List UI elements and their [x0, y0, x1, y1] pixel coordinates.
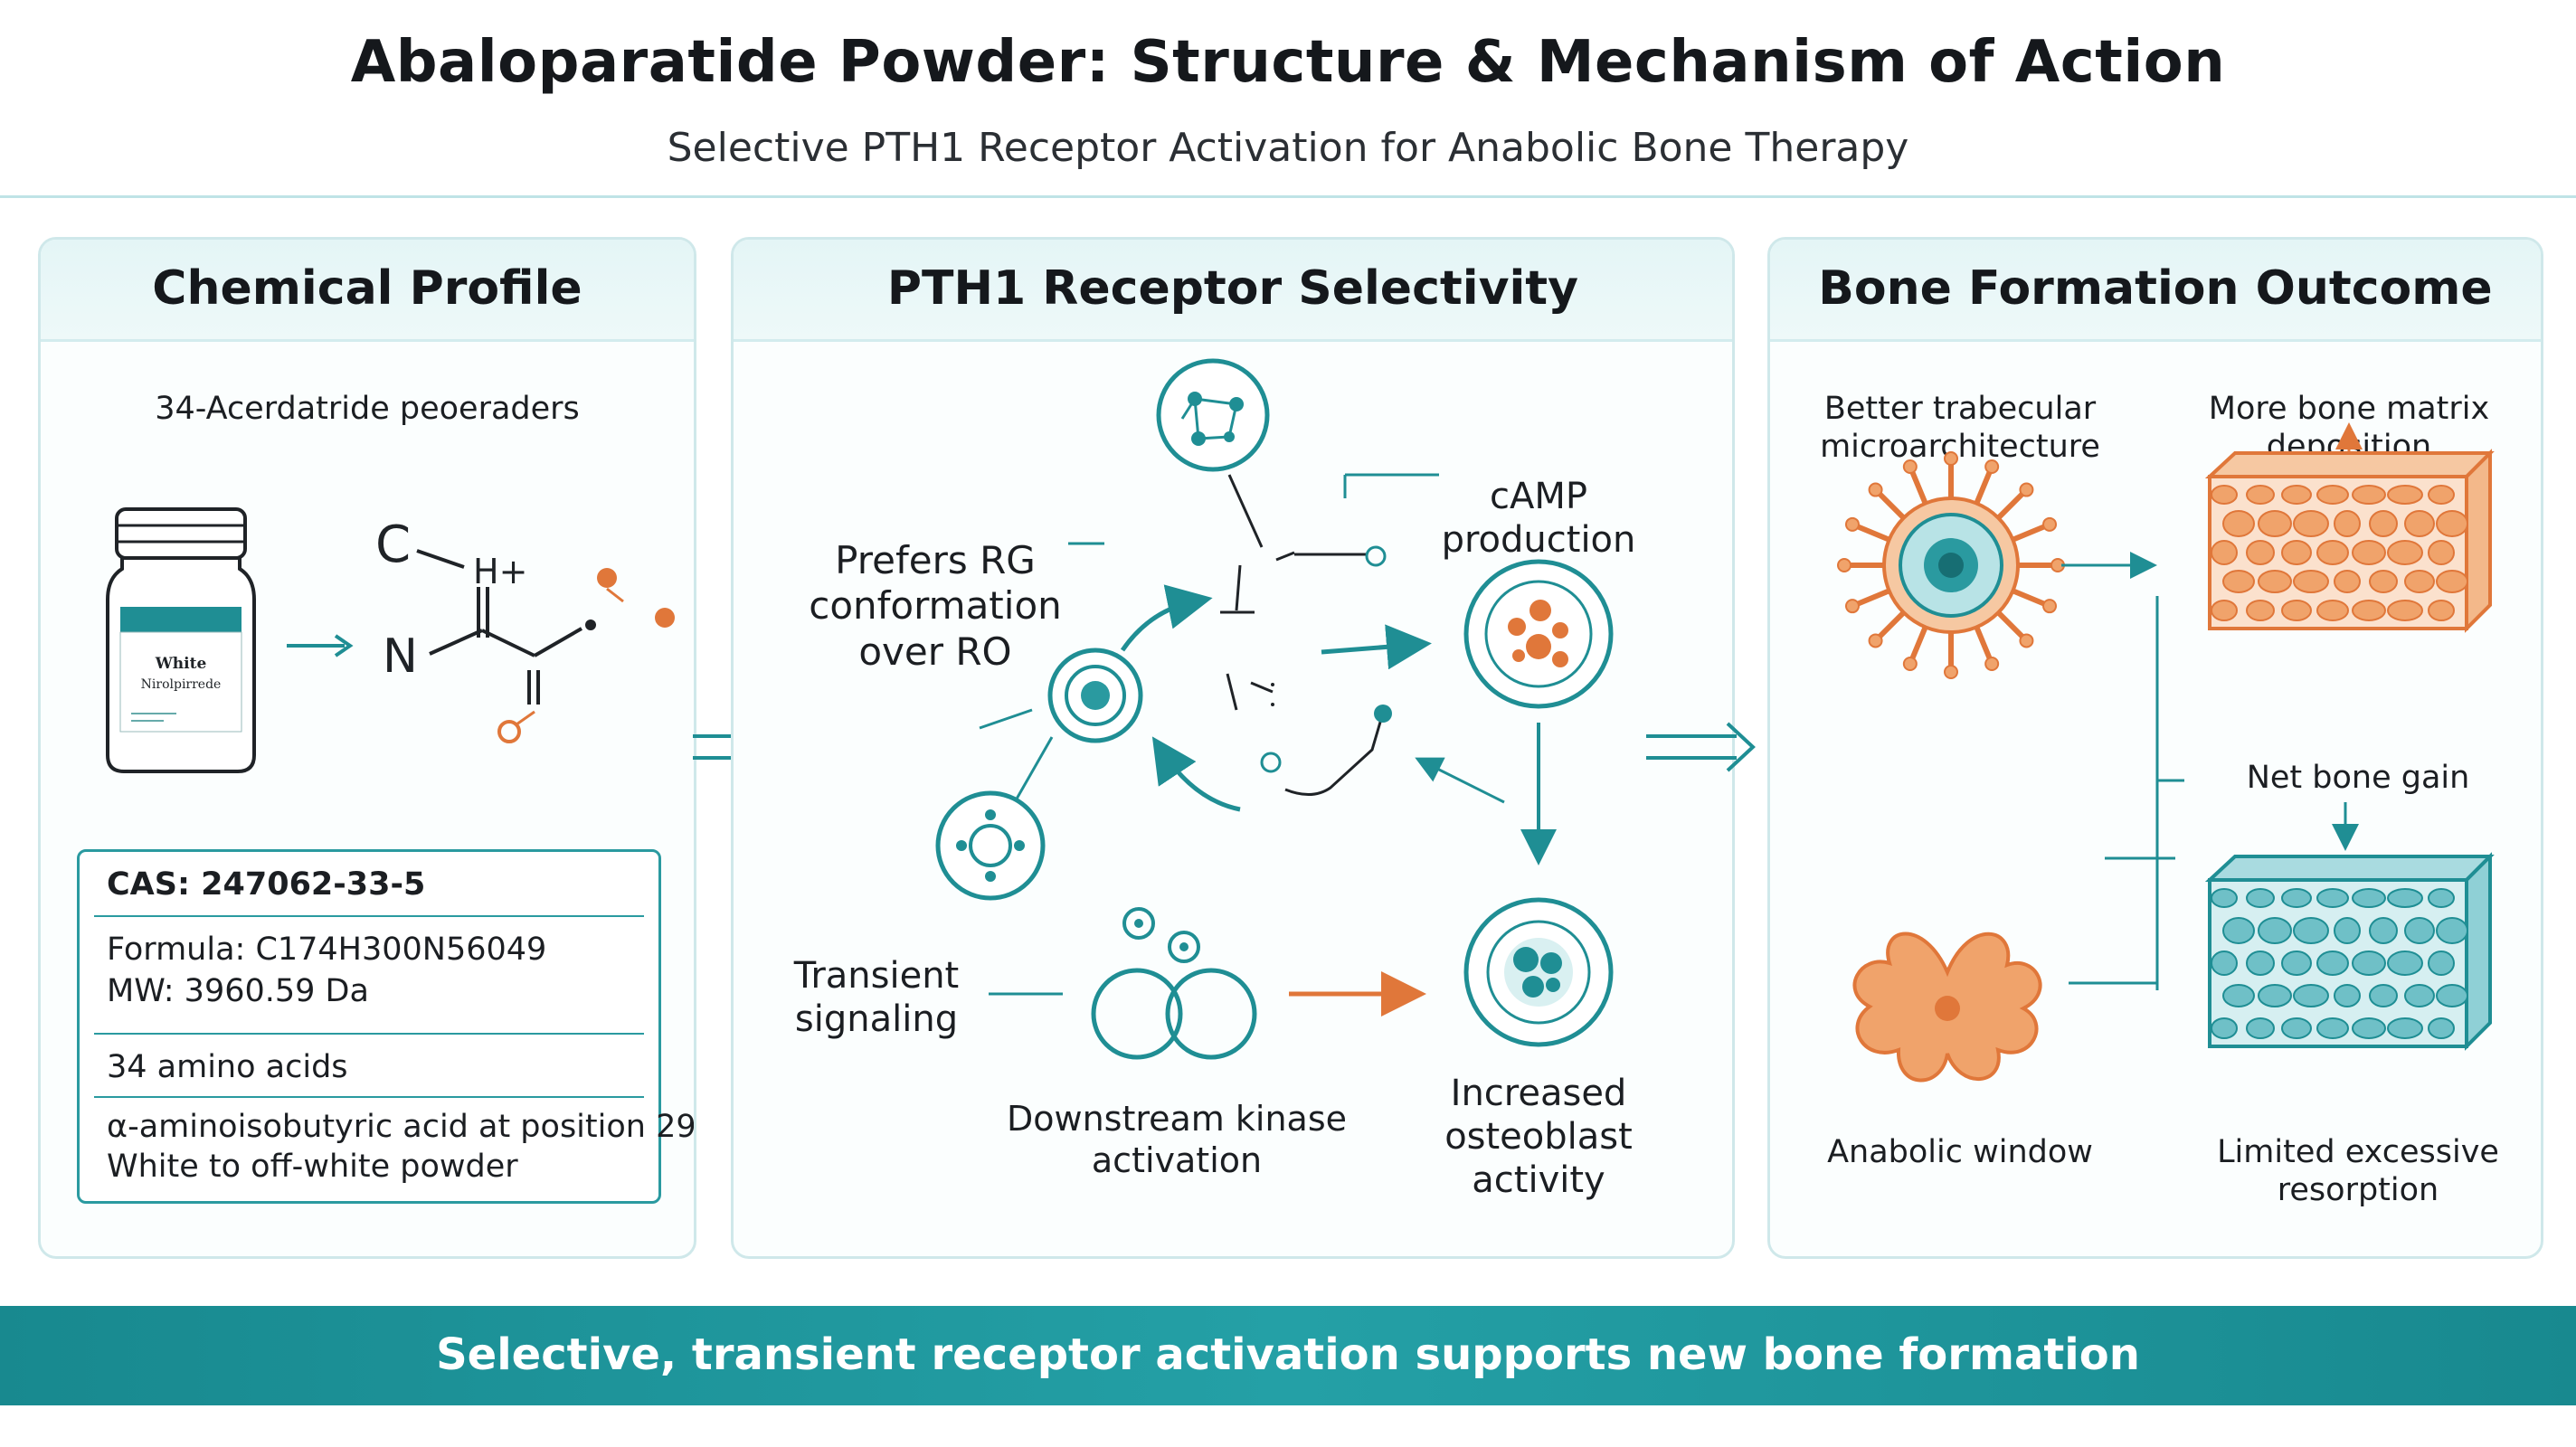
bone-formation-panel: Bone Formation Outcome Better trabecular…: [1767, 237, 2543, 1259]
label-line: Better trabecular: [1823, 391, 2097, 427]
label-line: microarchitecture: [1820, 429, 2100, 465]
atom-c: C: [375, 515, 411, 574]
powder-bottle-icon: White Nirolpirrede: [106, 507, 256, 773]
page-title: Abaloparatide Powder: Structure & Mechan…: [350, 29, 2226, 96]
label-line: signaling: [794, 998, 959, 1040]
bottle-label-line1: White: [155, 655, 207, 673]
chemical-profile-panel: Chemical Profile 34-Acerdatride peoerade…: [38, 237, 696, 1259]
panel-header: Bone Formation Outcome: [1770, 240, 2541, 342]
cas-number: CAS: 247062-33-5: [107, 866, 426, 903]
osteoblast-label: Increased osteoblast activity: [1430, 1072, 1647, 1202]
label-line: Increased: [1450, 1073, 1627, 1114]
kinase-activation-icon: [1091, 907, 1257, 1060]
label-line: Prefers RG: [835, 538, 1036, 582]
molecular-structure-icon: C H+ N: [375, 515, 675, 743]
camp-label: cAMP production: [1421, 475, 1656, 562]
powder-caption: 34-Acerdatride peoeraders: [155, 391, 580, 427]
info-divider: [94, 915, 644, 917]
label-line: resorption: [2277, 1172, 2439, 1208]
ligand-molecule-icon: [1156, 358, 1270, 472]
appearance: White to off-white powder: [107, 1149, 518, 1185]
rg-preference-label: Prefers RG conformation over RO: [786, 538, 1084, 675]
label-line: Downstream kinase: [1006, 1099, 1348, 1139]
aib-position: α-aminoisobutyric acid at position 29: [107, 1109, 696, 1145]
trabecular-bone-block-icon: [2204, 852, 2495, 1051]
amino-acid-count: 34 amino acids: [107, 1049, 348, 1085]
info-divider: [94, 1096, 644, 1098]
bone-outcome-diagram: [1837, 422, 2495, 1083]
summary-banner: Selective, transient receptor activation…: [0, 1306, 2576, 1405]
bone-matrix-block-icon: [2204, 449, 2495, 633]
receptor-state-icon: [935, 790, 1046, 901]
receptor-selectivity-panel: PTH1 Receptor Selectivity: [731, 237, 1735, 1259]
kinase-label: Downstream kinase activation: [969, 1099, 1385, 1181]
bone-formation-title: Bone Formation Outcome: [1818, 261, 2493, 316]
header-divider: [0, 195, 2576, 198]
atom-h: H+: [473, 552, 527, 591]
anabolic-window-label: Anabolic window: [1827, 1134, 2093, 1170]
label-line: production: [1441, 519, 1636, 561]
receptor-selectivity-title: PTH1 Receptor Selectivity: [886, 261, 1579, 316]
pth1-receptor-icon: [1047, 648, 1143, 743]
trabecular-label: Better trabecular microarchitecture: [1806, 390, 2114, 466]
osteoblast-activity-icon: [1463, 897, 1614, 1047]
label-line: over RO: [858, 629, 1012, 674]
resorption-label: Limited excessive resorption: [2195, 1133, 2521, 1209]
panel-header: PTH1 Receptor Selectivity: [734, 240, 1732, 342]
osteoclast-cell-icon: [1852, 932, 2042, 1083]
molecular-weight: MW: 3960.59 Da: [107, 973, 369, 1009]
info-divider: [94, 1033, 644, 1035]
page-subtitle: Selective PTH1 Receptor Activation for A…: [667, 125, 1909, 171]
label-line: activation: [1091, 1140, 1263, 1180]
flow-arrow-icon: [1646, 722, 1756, 772]
chemical-info-box: CAS: 247062-33-5 Formula: C174H300N56049…: [77, 849, 694, 1204]
summary-banner-text: Selective, transient receptor activation…: [436, 1329, 2140, 1380]
signaling-diagram: [935, 358, 1614, 1060]
label-line: Limited excessive: [2217, 1134, 2499, 1170]
transient-signaling-label: Transient signaling: [786, 954, 967, 1041]
label-line: More bone matrix: [2208, 391, 2490, 427]
label-line: osteoblast: [1444, 1116, 1633, 1158]
camp-production-icon: [1463, 559, 1614, 709]
panel-header: Chemical Profile: [41, 240, 694, 342]
label-line: Transient: [793, 955, 960, 997]
label-line: conformation: [809, 583, 1062, 629]
chemical-profile-title: Chemical Profile: [152, 261, 582, 316]
atom-n: N: [383, 629, 418, 684]
bottle-label-line2: Nirolpirrede: [141, 677, 222, 692]
net-bone-gain-label: Net bone gain: [2246, 760, 2470, 796]
arrow-right-icon: [287, 634, 354, 657]
molecular-formula: Formula: C174H300N56049: [107, 932, 547, 968]
label-line: cAMP: [1490, 476, 1587, 517]
osteoblast-cell-icon: [1837, 451, 2065, 679]
label-line: activity: [1472, 1159, 1605, 1201]
